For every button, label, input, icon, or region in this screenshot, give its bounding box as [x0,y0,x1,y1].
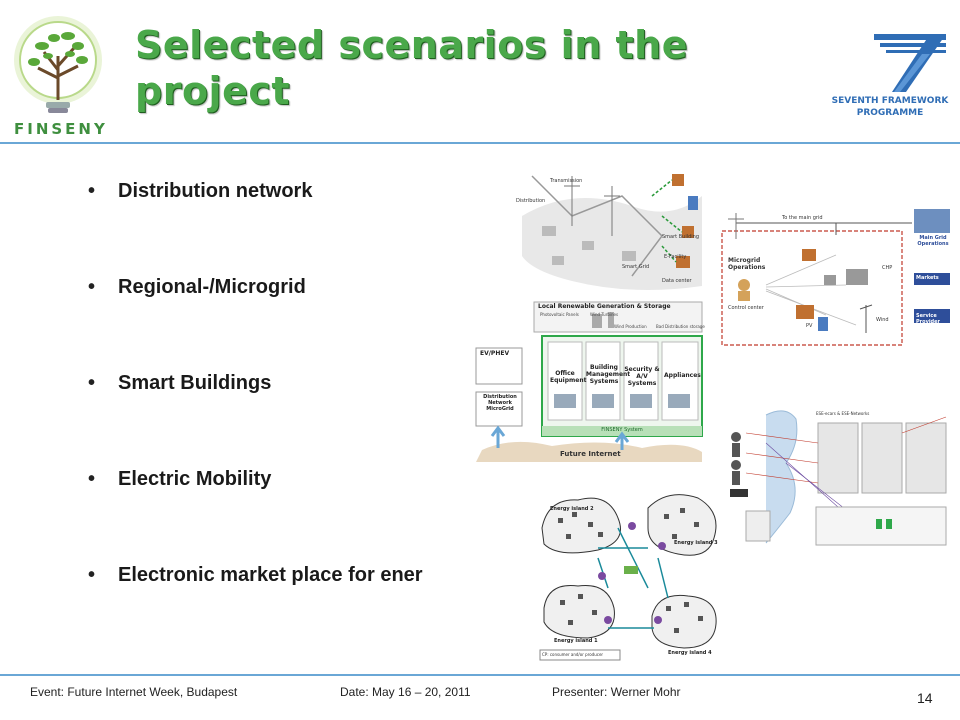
label-transmission: Transmission [550,178,583,184]
bullet-dot: • [88,564,96,586]
bullet-dot: • [88,180,96,202]
fp7-line2: PROGRAMME [856,108,924,118]
label-appliances: Appliances [664,372,701,379]
microgrid-diagram: To the main grid Microgrid Operations Ma… [716,205,956,365]
label-wind-production: Wind Production [614,324,647,329]
bullet-distribution-network: • Distribution network [88,180,312,203]
bullet-text: Electronic market place for ener [118,564,423,586]
label-energy-island-4: Energy island 4 [668,650,712,656]
label-wind-turbines: Wind Turbines [590,312,619,317]
label-bad-distribution: Bad Distribution storage [656,324,705,329]
fp7-logo: SEVENTH FRAMEWORK PROGRAMME [826,30,954,130]
e-mobility-diagram: ESE-ecars & ESE-Networks [726,403,956,551]
footer-presenter: Presenter: Werner Mohr [552,685,681,699]
label-ese-networks: ESE-ecars & ESE-Networks [816,411,870,416]
bullet-text: Electric Mobility [118,468,272,490]
label-main-grid-operations: Main Grid Operations [917,235,949,247]
label-building-management: Building Management Systems [586,364,631,385]
bullet-regional-microgrid: • Regional-/Microgrid [88,276,306,299]
label-markets: Markets [916,275,939,281]
label-energy-island-3: Energy island 3 [674,540,718,546]
market-place-diagram: Energy island 1 Energy island 2 Energy i… [538,488,722,664]
bullet-text: Regional-/Microgrid [118,276,306,298]
footer-date: Date: May 16 – 20, 2011 [340,685,471,699]
label-smart-grid: Smart Grid [622,264,650,270]
page-number: 14 [917,690,933,706]
label-office-equipment: Office Equipment [550,370,587,384]
label-distribution-microgrid: Distribution Network MicroGrid [483,394,517,412]
label-security-av: Security & A/V Systems [624,366,660,387]
bullet-dot: • [88,276,96,298]
finseny-wordmark: FINSENY [14,120,108,138]
label-energy-island-1: Energy island 1 [554,638,598,644]
bullet-text: Smart Buildings [118,372,272,394]
distribution-network-diagram: Transmission Distribution Smart Building… [512,156,710,300]
title-divider [0,142,960,144]
label-distribution: Distribution [516,198,546,204]
footer-divider [0,674,960,676]
smart-building-diagram: Local Renewable Generation & Storage Pho… [472,300,706,462]
label-e-facility: E-Facility [664,254,687,260]
label-smart-building: Smart Building [662,234,699,240]
fp7-seven-icon [874,34,946,92]
fp7-line1: SEVENTH FRAMEWORK [831,96,949,106]
label-ev-phev: EV/PHEV [480,350,510,357]
label-wind: Wind [876,317,889,323]
label-control-center: Control center [728,305,764,311]
label-to-main-grid: To the main grid [782,215,823,221]
bullet-dot: • [88,372,96,394]
bullet-text: Distribution network [118,180,313,202]
bullet-electronic-market-place: • Electronic market place for ener [88,564,423,587]
label-microgrid-operations: Microgrid Operations [728,257,766,271]
bullet-electric-mobility: • Electric Mobility [88,468,271,491]
footer-event: Event: Future Internet Week, Budapest [30,685,238,699]
label-finseny-system: FINSENY System [601,427,643,433]
lightbulb-tree-icon [14,16,102,113]
label-service-provider: Service Provider [916,313,940,325]
bullet-dot: • [88,468,96,490]
finseny-logo: FINSENY [8,8,110,140]
bullet-smart-buildings: • Smart Buildings [88,372,271,395]
label-local-renewable: Local Renewable Generation & Storage [538,303,671,310]
label-energy-island-2: Energy island 2 [550,506,594,512]
label-chp: CHP [882,265,893,271]
label-pv: PV [806,323,813,329]
slide-title: Selected scenarios in the project [135,23,688,113]
label-cp-legend: CP: consumer and/or producer [542,652,604,657]
label-data-center: Data center [662,278,692,284]
label-photovoltaic: Photovoltaic Panels [540,312,579,317]
label-future-internet: Future Internet [560,450,621,458]
